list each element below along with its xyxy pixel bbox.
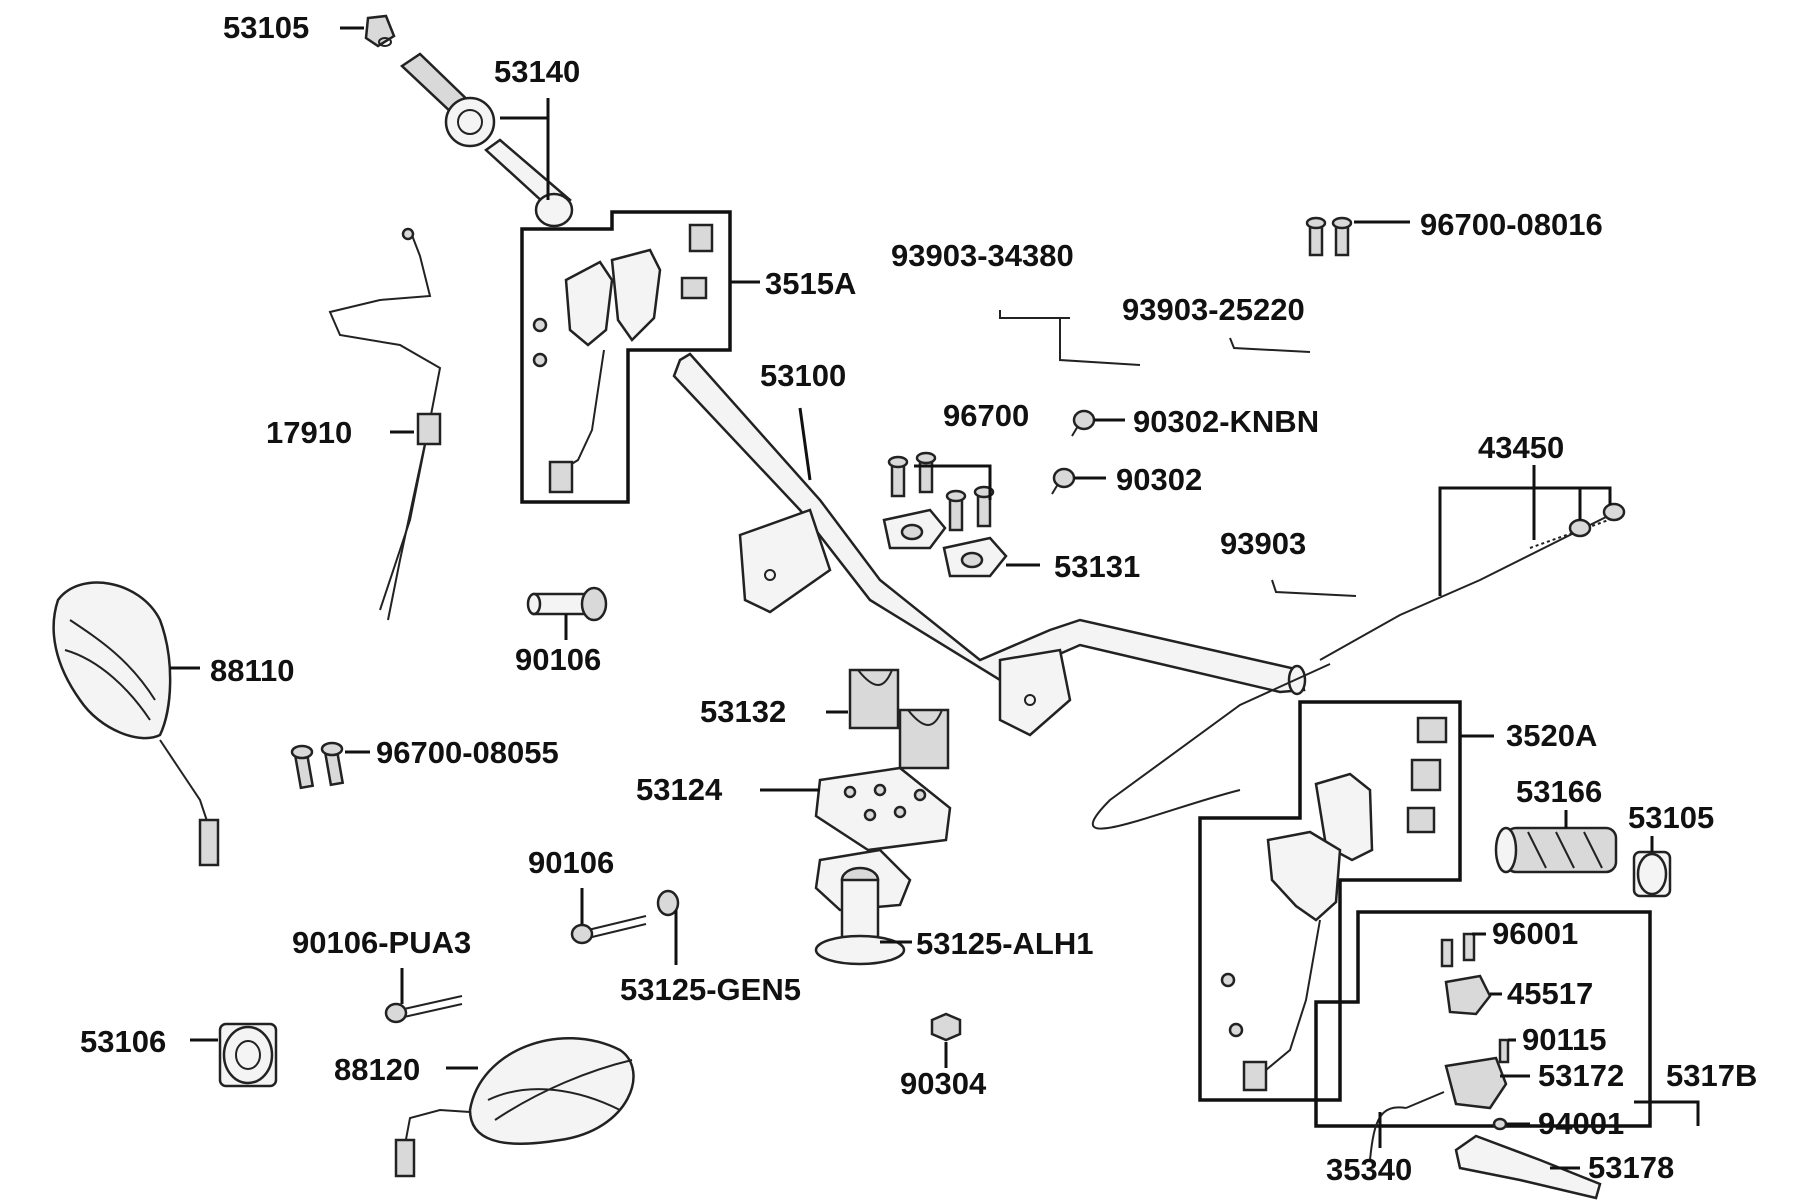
label-53178: 53178 [1588, 1150, 1674, 1185]
label-53131: 53131 [1054, 549, 1140, 584]
collar-90106-mid [526, 586, 608, 622]
nut-90304 [930, 1012, 962, 1042]
label-90304: 90304 [900, 1066, 987, 1101]
label-53124: 53124 [636, 772, 723, 807]
bolt-90106-low [570, 915, 647, 945]
right-switch-assembly [1220, 716, 1448, 1092]
wire-clip-93903-34380 [999, 310, 1141, 366]
label-53100: 53100 [760, 358, 846, 393]
label-53105-right: 53105 [1628, 800, 1714, 835]
label-93903-25220: 93903-25220 [1122, 292, 1305, 327]
group-box-3520A [1198, 700, 1462, 1102]
label-17910: 17910 [266, 415, 352, 450]
cable-43450 [1092, 502, 1626, 830]
bolt-pair-96700-08055 [290, 741, 345, 790]
label-53105-top: 53105 [223, 10, 309, 45]
bush-53125-GEN5 [656, 889, 680, 917]
screw-90302-KNBN [1071, 409, 1096, 437]
label-53125-ALH1: 53125-ALH1 [916, 926, 1093, 961]
label-5317B: 5317B [1666, 1058, 1757, 1093]
label-88110: 88110 [210, 653, 295, 688]
bolt-90106-PUA3 [384, 995, 463, 1024]
label-53125-GEN5: 53125-GEN5 [620, 972, 801, 1007]
label-96700: 96700 [943, 398, 1029, 433]
label-90302-KNBN: 90302-KNBN [1133, 404, 1319, 439]
upper-holder-53131 [882, 508, 1008, 578]
group-box-3515A [520, 210, 732, 504]
stem-53125-ALH1 [814, 848, 912, 966]
mirror-left-part [52, 581, 220, 867]
lower-holder-53132 [848, 668, 950, 770]
label-43450: 43450 [1478, 430, 1564, 465]
label-90106-mid: 90106 [515, 642, 601, 677]
label-53172: 53172 [1538, 1058, 1624, 1093]
plate-53124 [814, 766, 952, 852]
label-53132: 53132 [700, 694, 786, 729]
bar-weight-53106 [218, 1022, 278, 1088]
label-94001: 94001 [1538, 1106, 1624, 1141]
label-90302: 90302 [1116, 462, 1202, 497]
screw-90302 [1051, 467, 1076, 495]
label-53106: 53106 [80, 1024, 166, 1059]
label-88120: 88120 [334, 1052, 420, 1087]
grip-part-53166 [1494, 826, 1618, 874]
label-3520A: 3520A [1506, 718, 1597, 753]
label-90106-low: 90106 [528, 845, 614, 880]
label-90115: 90115 [1522, 1022, 1607, 1057]
label-53166: 53166 [1516, 774, 1602, 809]
bolt-pair-96700-08016 [1305, 216, 1353, 257]
throttle-cable-part [328, 227, 442, 621]
wire-clip-93903 [1271, 579, 1357, 597]
bar-end-cap-right [1632, 850, 1672, 898]
label-90106-PUA3: 90106-PUA3 [292, 925, 471, 960]
wire-clip-93903-25220 [1229, 337, 1311, 353]
bar-end-cap-top [364, 14, 396, 48]
label-93903: 93903 [1220, 526, 1306, 561]
label-45517: 45517 [1507, 976, 1593, 1011]
mirror-right-part [394, 1036, 635, 1178]
lever-assembly-5317B [1369, 932, 1602, 1200]
left-switch-assembly [532, 223, 714, 494]
label-96700-08055: 96700-08055 [376, 735, 559, 770]
handlebar-part [672, 352, 1307, 737]
label-93903-34380: 93903-34380 [891, 238, 1074, 273]
label-96001: 96001 [1492, 916, 1578, 951]
group-box-5317B [1314, 910, 1652, 1128]
label-53140: 53140 [494, 54, 580, 89]
label-3515A: 3515A [765, 266, 856, 301]
label-35340: 35340 [1326, 1152, 1412, 1187]
label-96700-08016: 96700-08016 [1420, 207, 1603, 242]
